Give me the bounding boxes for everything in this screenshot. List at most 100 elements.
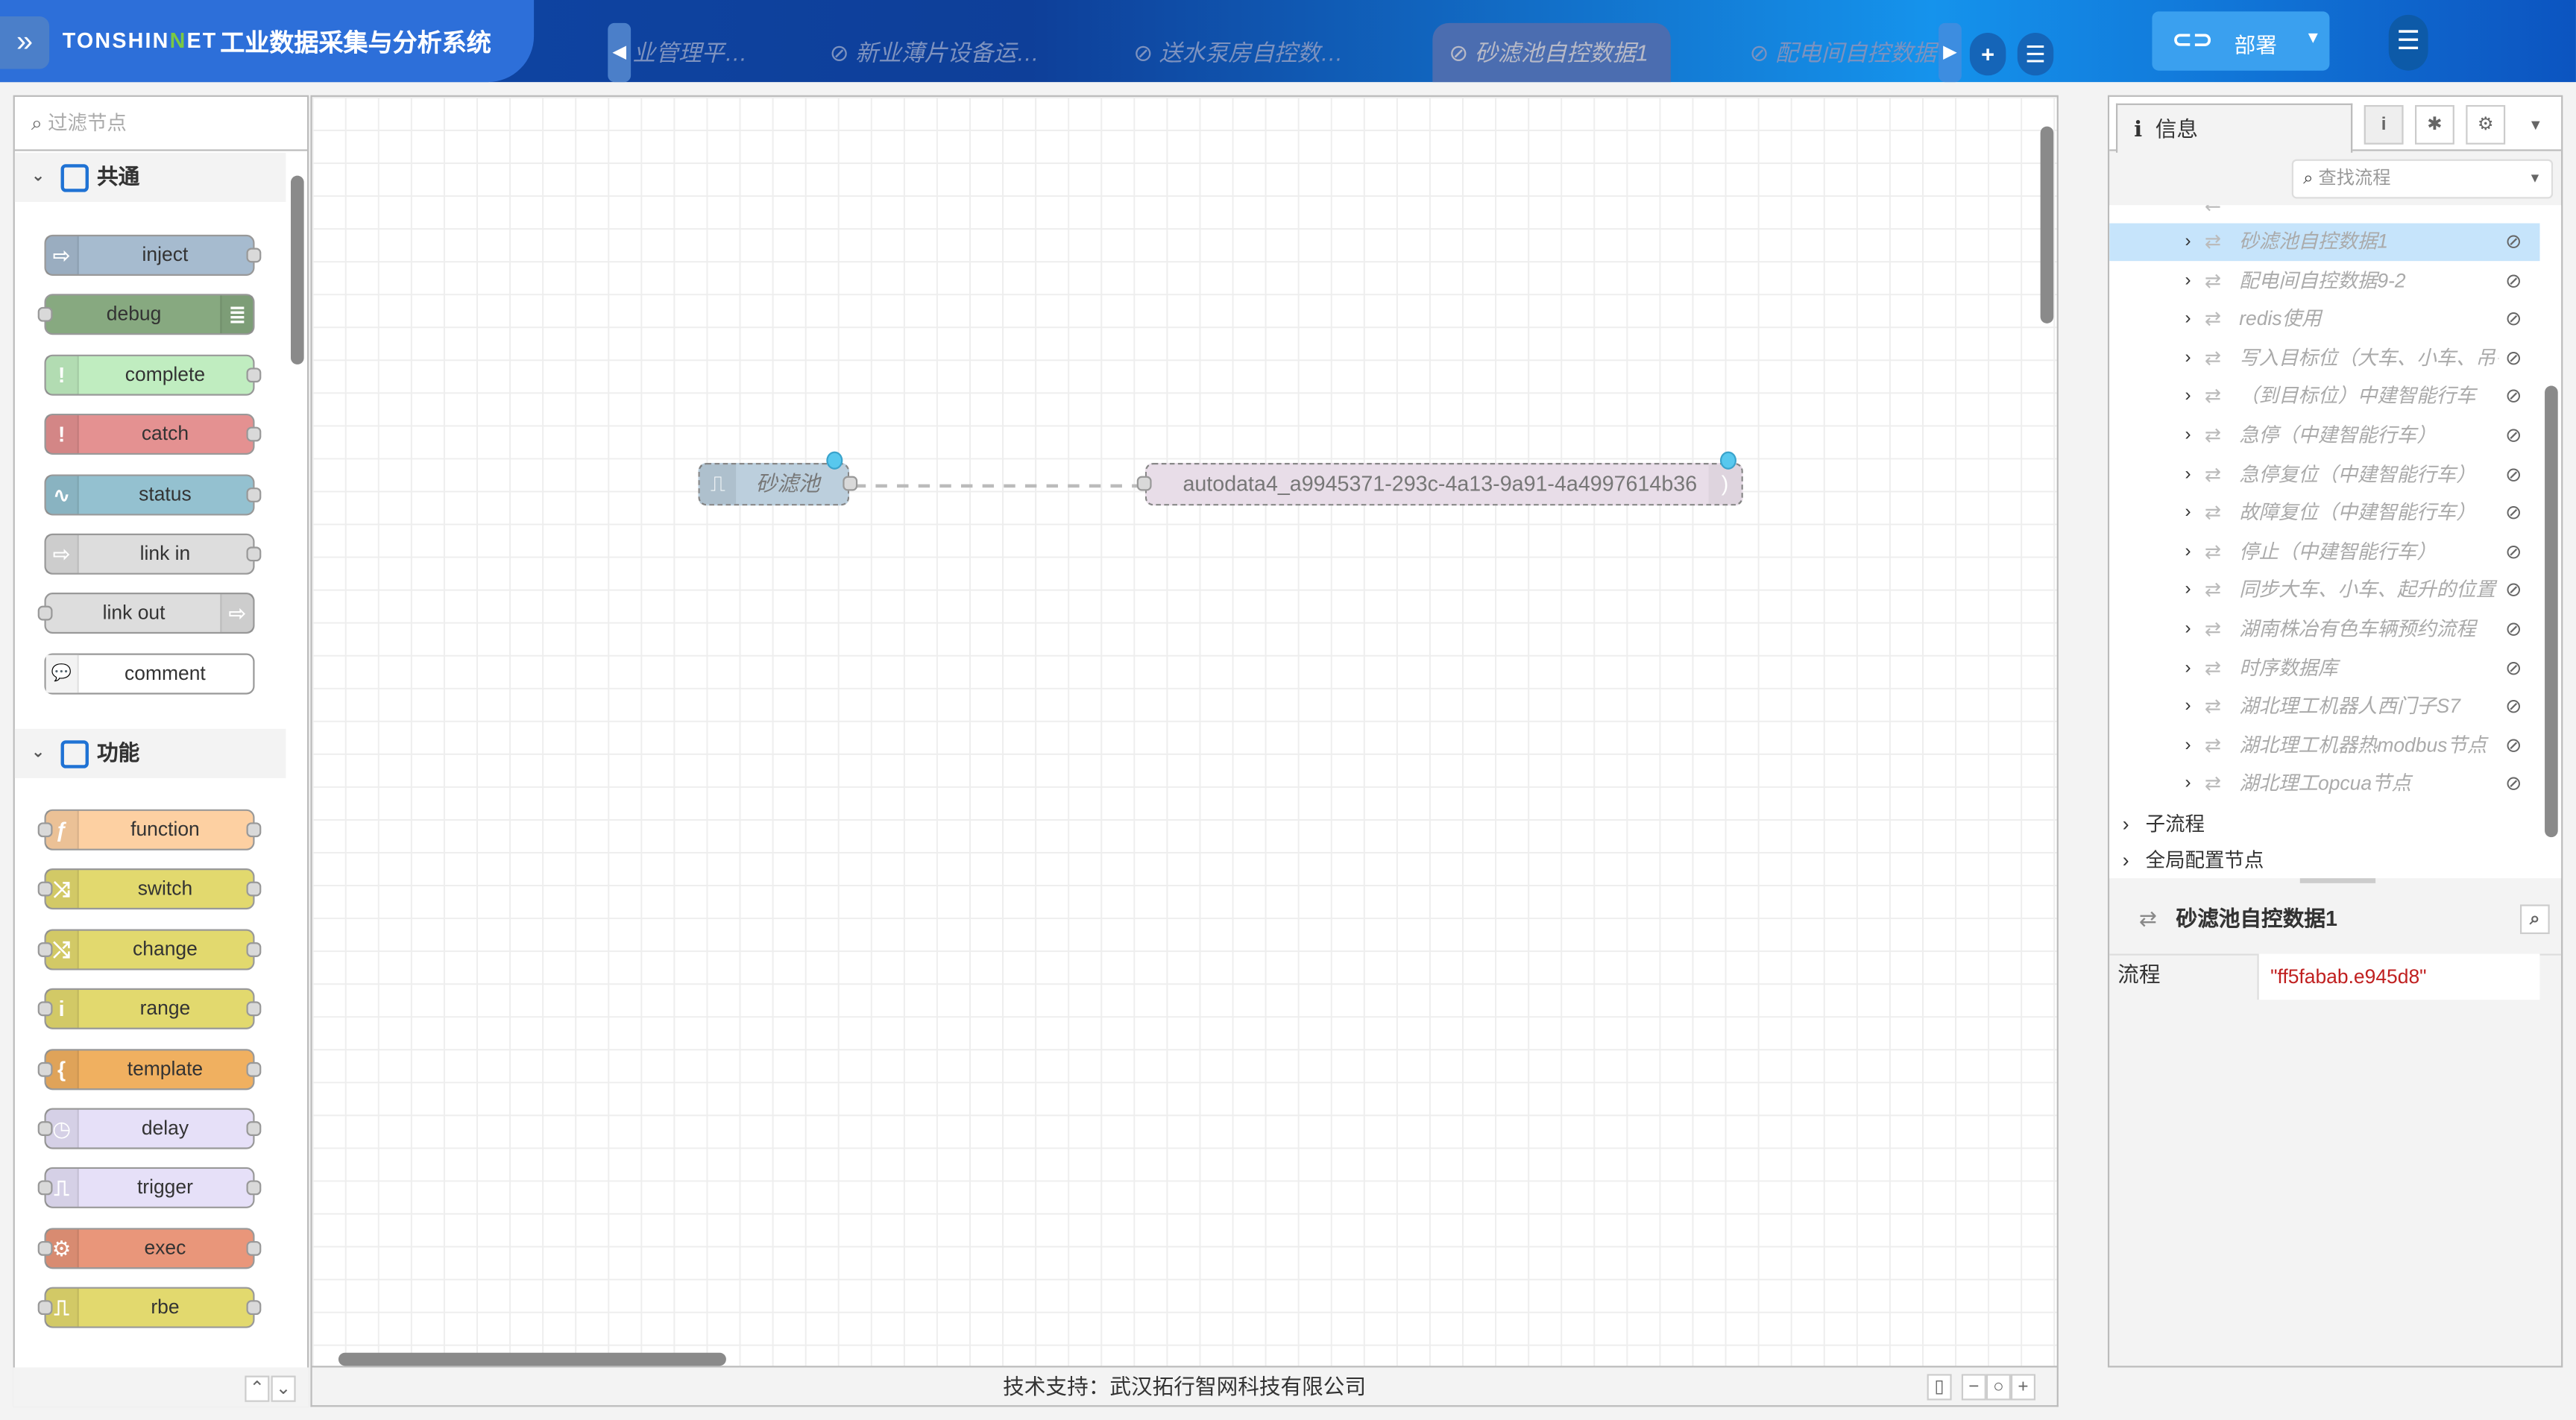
chevron-down-icon: ⌄: [31, 743, 45, 762]
chevron-right-icon[interactable]: ›: [2185, 580, 2191, 600]
deploy-dropdown-icon[interactable]: ▼: [2305, 29, 2322, 48]
palette-node-rbe[interactable]: ⎍rbe: [37, 1287, 262, 1329]
flow-list-item[interactable]: ›⇄急停（中建智能行车）⊘: [2109, 417, 2539, 455]
flow-list-item[interactable]: ›⇄湖南株冶有色车辆预约流程⊘: [2109, 610, 2539, 649]
palette-node-template[interactable]: {template: [37, 1048, 262, 1090]
list-flows-button[interactable]: ☰: [2017, 33, 2054, 76]
palette-node-comment[interactable]: 💬comment: [44, 653, 255, 695]
input-port: [37, 1240, 53, 1256]
flow-node-link-in[interactable]: ⎍ 砂滤池: [698, 451, 858, 506]
flow-list-item[interactable]: ›⇄故障复位（中建智能行车）⊘: [2109, 494, 2539, 532]
chevron-right-icon[interactable]: ›: [2185, 309, 2191, 329]
palette-scrollbar[interactable]: [291, 175, 304, 365]
flow-list-item[interactable]: ›⇄砂滤池自控数据1⊘: [2109, 223, 2540, 262]
debug-bug-icon[interactable]: ✱: [2414, 104, 2454, 145]
search-icon[interactable]: ⌕: [2520, 904, 2550, 935]
info-tab-button[interactable]: i: [2364, 104, 2404, 145]
flow-list-item[interactable]: ›⇄时序数据库⊘: [2109, 649, 2539, 687]
deploy-icon: ⊂⊃: [2171, 26, 2214, 54]
palette-category[interactable]: ⌄共通: [14, 152, 286, 202]
flow-list-item[interactable]: ›⇄（到目标位）中建智能行车⊘: [2109, 378, 2539, 416]
disabled-icon: ⊘: [2505, 578, 2522, 602]
tab-flow[interactable]: ⊘ 新业薄片设备运…: [829, 39, 1039, 66]
flow-icon: ⇄: [2204, 540, 2222, 563]
chevron-right-icon[interactable]: ›: [2185, 619, 2191, 639]
palette-node-link-in[interactable]: ⇨link in: [44, 533, 262, 575]
palette-category[interactable]: ⌄功能: [14, 728, 286, 778]
chevron-right-icon[interactable]: ›: [2185, 657, 2191, 678]
resize-handle[interactable]: [2299, 878, 2376, 883]
expand-all-button[interactable]: ⌄: [271, 1375, 296, 1402]
input-port[interactable]: [1136, 476, 1152, 491]
info-title: 砂滤池自控数据1: [2176, 906, 2337, 931]
chevron-right-icon[interactable]: ›: [2185, 541, 2191, 561]
palette-node-exec[interactable]: ⚙exec: [37, 1227, 262, 1269]
chevron-right-icon[interactable]: ›: [2185, 386, 2191, 406]
palette-node-link-out[interactable]: ⇨link out: [37, 593, 255, 634]
horizontal-scrollbar[interactable]: [338, 1352, 726, 1366]
add-flow-button[interactable]: +: [1969, 33, 2006, 76]
zoom-in-button[interactable]: +: [2010, 1374, 2036, 1401]
flow-list-item[interactable]: ›⇄配电间自控数据9-2⊘: [2109, 262, 2539, 300]
palette-node-complete[interactable]: !complete: [44, 354, 262, 396]
wire[interactable]: [312, 97, 2060, 1369]
zoom-out-button[interactable]: −: [1961, 1374, 1986, 1401]
output-port: [246, 546, 262, 562]
main-menu-button[interactable]: ☰: [2388, 14, 2428, 71]
tree-group-global-config[interactable]: › 全局配置节点: [2122, 848, 2264, 872]
navigator-map-icon[interactable]: ▯: [1927, 1374, 1952, 1401]
flow-list-item[interactable]: ›⇄redis使用⊘: [2109, 300, 2539, 338]
palette-node-catch[interactable]: !catch: [44, 414, 262, 455]
palette-node-delay[interactable]: ◷delay: [37, 1108, 262, 1149]
chevron-right-icon[interactable]: ›: [2185, 347, 2191, 367]
palette-node-inject[interactable]: ⇨inject: [44, 234, 262, 276]
flow-list-item[interactable]: ›⇄湖北理工opcua节点⊘: [2109, 766, 2539, 804]
output-port[interactable]: [843, 476, 858, 491]
chevron-right-icon[interactable]: ›: [2185, 735, 2191, 755]
disabled-icon: ⊘: [2505, 423, 2522, 447]
flow-canvas[interactable]: ⎍ 砂滤池 autodata4_a9945371-293c-4a13-9a91-…: [310, 95, 2060, 1369]
palette-node-change[interactable]: ⤭change: [37, 929, 262, 971]
palette-node-switch[interactable]: ⤨switch: [37, 868, 262, 910]
chevron-right-icon[interactable]: ›: [2185, 774, 2191, 794]
expand-sidebar-button[interactable]: »: [0, 16, 50, 69]
palette-node-trigger[interactable]: ⎍trigger: [37, 1167, 262, 1209]
tab-flow[interactable]: 业管理平…: [632, 39, 748, 66]
chevron-right-icon[interactable]: ›: [2185, 502, 2191, 523]
tab-flow[interactable]: ⊘ 配电间自控数据: [1749, 39, 1936, 66]
flow-list-item[interactable]: ›⇄停止（中建智能行车）⊘: [2109, 533, 2539, 571]
chevron-right-icon[interactable]: ›: [2185, 231, 2191, 251]
vertical-scrollbar[interactable]: [2040, 126, 2054, 324]
tree-scrollbar[interactable]: [2545, 385, 2558, 838]
tree-group-subflows[interactable]: › 子流程: [2122, 812, 2205, 836]
tab-flow[interactable]: ⊘ 送水泵房自控数…: [1133, 39, 1344, 66]
output-port: [246, 1240, 262, 1256]
palette-node-debug[interactable]: ≣debug: [37, 294, 255, 336]
settings-gear-icon[interactable]: ⚙: [2466, 104, 2506, 145]
chevron-right-icon[interactable]: ›: [2185, 696, 2191, 716]
filter-nodes-input[interactable]: ⌕ 过滤节点: [14, 97, 308, 151]
flow-node-autodata[interactable]: autodata4_a9945371-293c-4a13-9a91-4a4997…: [1136, 451, 1743, 506]
zoom-reset-button[interactable]: ○: [1985, 1374, 2011, 1401]
chevron-right-icon[interactable]: ›: [2185, 270, 2191, 290]
flow-list-item[interactable]: ›⇄写入目标位（大车、小车、吊钩）⊘: [2109, 339, 2539, 377]
palette-node-status[interactable]: ∿status: [44, 473, 262, 515]
flow-list-item[interactable]: ›⇄同步大车、小车、起升的位置⊘: [2109, 572, 2539, 610]
chevron-down-icon[interactable]: ▼: [2528, 116, 2543, 133]
flow-list-item[interactable]: ›⇄湖北理工机器人西门子S7⊘: [2109, 688, 2539, 726]
tab-scroll-right-button[interactable]: ▶: [1939, 22, 1962, 83]
flow-list-item[interactable]: ⇄: [2109, 205, 2539, 223]
chevron-right-icon[interactable]: ›: [2185, 425, 2191, 445]
tab-scroll-left-button[interactable]: ◀: [608, 22, 632, 83]
deploy-button[interactable]: ⊂⊃ 部署 ▼: [2152, 11, 2330, 71]
tab-flow-active[interactable]: ⊘ 砂滤池自控数据1: [1432, 22, 1671, 83]
flow-list-item[interactable]: ›⇄湖北理工机器热modbus节点⊘: [2109, 727, 2539, 765]
flow-list-item[interactable]: ›⇄急停复位（中建智能行车）⊘: [2109, 455, 2539, 493]
output-port: [246, 247, 262, 263]
collapse-all-button[interactable]: ⌃: [245, 1375, 270, 1402]
chevron-right-icon[interactable]: ›: [2185, 464, 2191, 484]
search-flows-input[interactable]: ⌕ 查找流程▼: [2291, 159, 2554, 199]
